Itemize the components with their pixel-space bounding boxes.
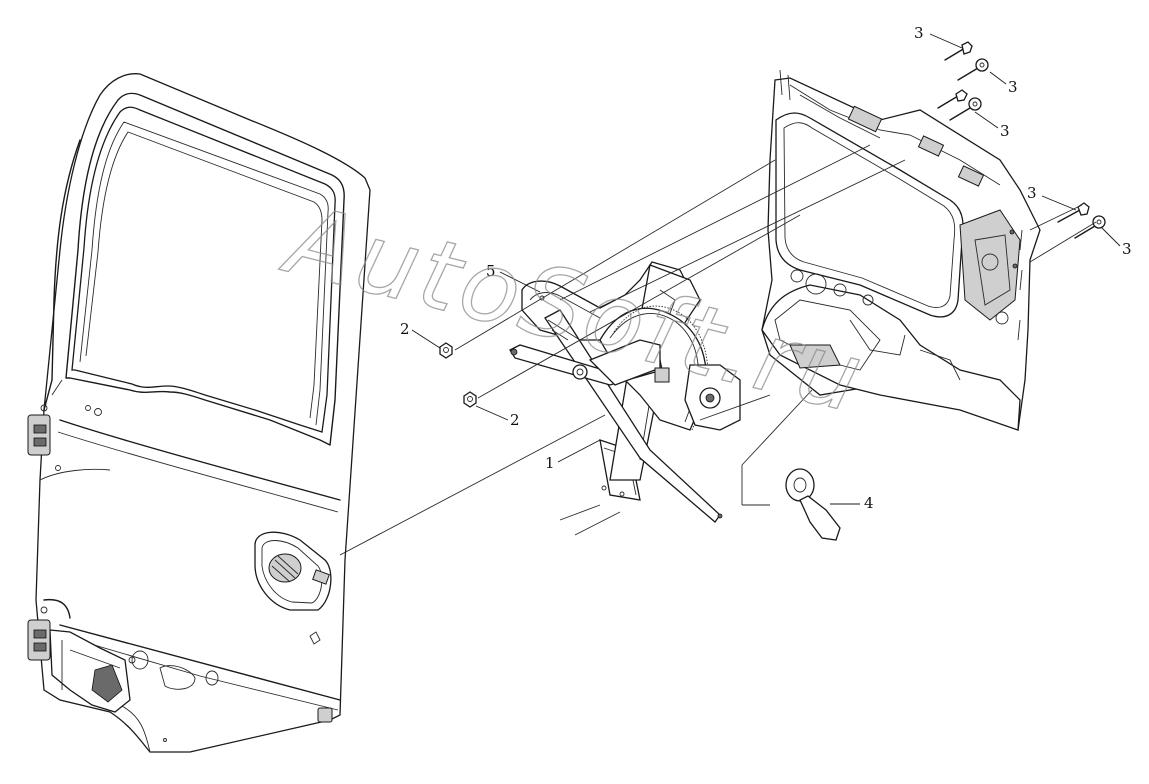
assembly-lines <box>339 144 1097 556</box>
door-inner-panel <box>761 69 1041 431</box>
bolt-5 <box>1057 202 1090 223</box>
window-crank-handle <box>785 468 841 541</box>
bolt-3 <box>937 89 968 109</box>
callout-3-e: 3 <box>1122 240 1132 258</box>
callout-3-b: 3 <box>1008 78 1018 96</box>
callout-leaders <box>411 33 1121 505</box>
callout-5: 5 <box>486 262 496 280</box>
bolt-4 <box>949 97 982 121</box>
bolt-2 <box>957 58 989 81</box>
door-outer-panel <box>27 73 371 753</box>
callout-4: 4 <box>864 494 874 512</box>
callout-1: 1 <box>545 454 555 472</box>
lower-hinge <box>27 606 51 661</box>
callout-labels: 1 2 2 3 3 3 3 3 4 5 <box>400 24 1132 512</box>
nut-upper <box>439 342 453 359</box>
callout-3-d: 3 <box>1027 184 1037 202</box>
callout-2-lower: 2 <box>510 411 520 429</box>
window-regulator-assembly <box>509 261 741 523</box>
nut-lower <box>463 391 477 408</box>
bolt-6 <box>1074 215 1106 239</box>
door-handle-recess <box>254 531 332 611</box>
callout-2-upper: 2 <box>400 320 410 338</box>
upper-hinge <box>27 404 51 456</box>
callout-3-c: 3 <box>1000 122 1010 140</box>
callout-3-a: 3 <box>914 24 924 42</box>
bolt-1 <box>944 41 973 61</box>
